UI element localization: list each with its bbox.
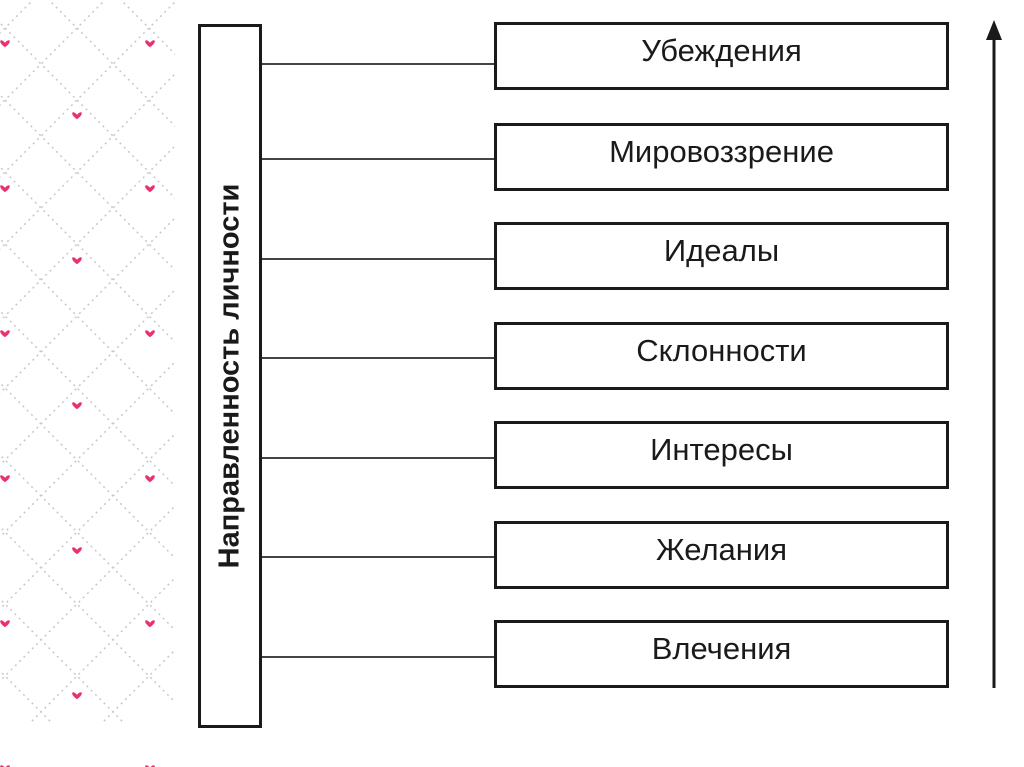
connector-line <box>262 357 496 359</box>
heart-lattice-decoration <box>0 0 175 767</box>
heart-icon <box>72 112 82 120</box>
lattice-line <box>0 0 175 179</box>
heart-icon <box>72 402 82 410</box>
main-concept-label: Направленность личности <box>213 183 246 569</box>
level-label: Убеждения <box>641 33 802 68</box>
level-label: Интересы <box>650 432 793 467</box>
level-label: Склонности <box>636 333 807 368</box>
lattice-line <box>0 0 107 107</box>
connector-line <box>262 258 496 260</box>
level-box-inclinations: Склонности <box>494 322 949 390</box>
heart-icon <box>0 330 10 338</box>
level-label: Идеалы <box>663 233 780 268</box>
upward-arrow <box>986 20 1002 688</box>
heart-icon <box>145 330 155 338</box>
connector-line <box>262 158 496 160</box>
heart-icon <box>0 620 10 628</box>
heart-icon <box>0 40 10 48</box>
heart-icon <box>145 40 155 48</box>
lattice-line <box>47 0 175 128</box>
level-box-drives: Влечения <box>494 620 949 688</box>
lattice-line <box>0 21 175 200</box>
connector-line <box>262 457 496 459</box>
heart-icon <box>72 257 82 265</box>
heart-icon <box>145 620 155 628</box>
lattice-line <box>0 72 175 251</box>
heart-icon <box>72 692 82 700</box>
level-box-interests: Интересы <box>494 421 949 489</box>
level-label: Мировоззрение <box>609 134 834 169</box>
level-box-beliefs: Убеждения <box>494 22 949 90</box>
connector-line <box>262 556 496 558</box>
level-label: Влечения <box>651 631 792 666</box>
level-box-worldview: Мировоззрение <box>494 123 949 191</box>
heart-icon <box>72 547 82 555</box>
heart-icon <box>145 185 155 193</box>
heart-icon <box>0 475 10 483</box>
connector-line <box>262 656 496 658</box>
main-concept-box: Направленность личности <box>198 24 262 728</box>
level-box-desires: Желания <box>494 521 949 589</box>
heart-icon <box>145 475 155 483</box>
connector-line <box>262 63 496 65</box>
level-box-ideals: Идеалы <box>494 222 949 290</box>
heart-icon <box>0 185 10 193</box>
level-label: Желания <box>655 532 787 567</box>
